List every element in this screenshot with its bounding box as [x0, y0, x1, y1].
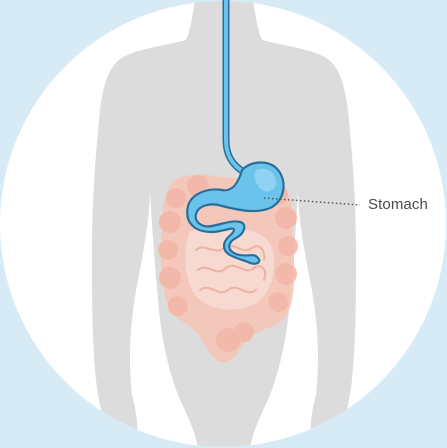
stomach-label: Stomach	[368, 196, 428, 214]
